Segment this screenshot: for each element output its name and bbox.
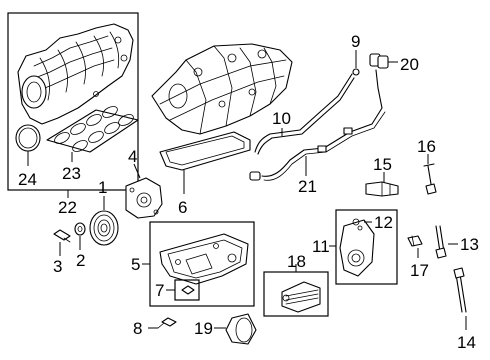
label-9: 9	[351, 32, 360, 51]
label-16: 16	[417, 137, 436, 156]
label-3: 3	[53, 257, 62, 276]
label-4: 4	[128, 147, 137, 166]
group-box-11	[335, 209, 398, 285]
filter-adapter	[339, 219, 375, 277]
group-box-22	[7, 12, 139, 191]
fitting-17: 17	[407, 235, 429, 280]
crankshaft-pulley: 1	[89, 178, 119, 246]
label-19: 19	[194, 319, 213, 338]
sensor-connector: 20	[377, 55, 419, 74]
oil-pan-bolt: 8	[133, 317, 177, 338]
adapter-gasket	[352, 218, 360, 226]
oil-pan-gasket: 6	[159, 131, 251, 217]
oil-pan	[159, 233, 249, 285]
label-1: 1	[98, 178, 107, 197]
label-13: 13	[460, 235, 479, 254]
stud-13: 13	[435, 225, 479, 259]
crank-washer: 2	[74, 222, 86, 270]
label-10: 10	[272, 109, 291, 128]
drain-plug	[181, 285, 195, 295]
dipstick-assembly: 9 10	[254, 32, 360, 155]
oil-pan-group: 5 7	[131, 221, 255, 307]
intake-gaskets	[46, 106, 139, 162]
label-22: 22	[58, 198, 77, 217]
label-6: 6	[178, 198, 187, 217]
oil-pressure-harness: 21	[249, 53, 386, 196]
label-12: 12	[374, 213, 393, 232]
stud-16: 16	[417, 137, 437, 195]
oil-cooler-group: 18	[263, 252, 329, 317]
label-7: 7	[155, 281, 164, 300]
throttle-body-gasket	[15, 124, 41, 166]
intake-manifold	[17, 23, 134, 125]
label-5: 5	[131, 255, 140, 274]
label-2: 2	[76, 251, 85, 270]
label-23: 23	[62, 164, 81, 183]
filter-adapter-group: 11 12	[312, 209, 398, 285]
label-18: 18	[287, 252, 306, 271]
intake-manifold-group: 24 23 22	[7, 12, 139, 217]
label-11: 11	[312, 237, 330, 256]
label-14: 14	[457, 333, 476, 352]
oil-pump: 4	[125, 147, 163, 219]
label-20: 20	[400, 55, 419, 74]
label-21: 21	[298, 177, 317, 196]
label-15: 15	[373, 155, 392, 174]
label-8: 8	[133, 319, 142, 338]
label-24: 24	[18, 170, 37, 189]
oil-pressure-sensor: 15	[365, 155, 399, 197]
oil-filter: 19	[194, 313, 257, 345]
bolt-14: 14	[453, 267, 476, 352]
engine-block	[151, 43, 293, 135]
label-17: 17	[410, 261, 429, 280]
crank-bolt: 3	[53, 229, 71, 276]
oil-cooler	[281, 281, 321, 313]
